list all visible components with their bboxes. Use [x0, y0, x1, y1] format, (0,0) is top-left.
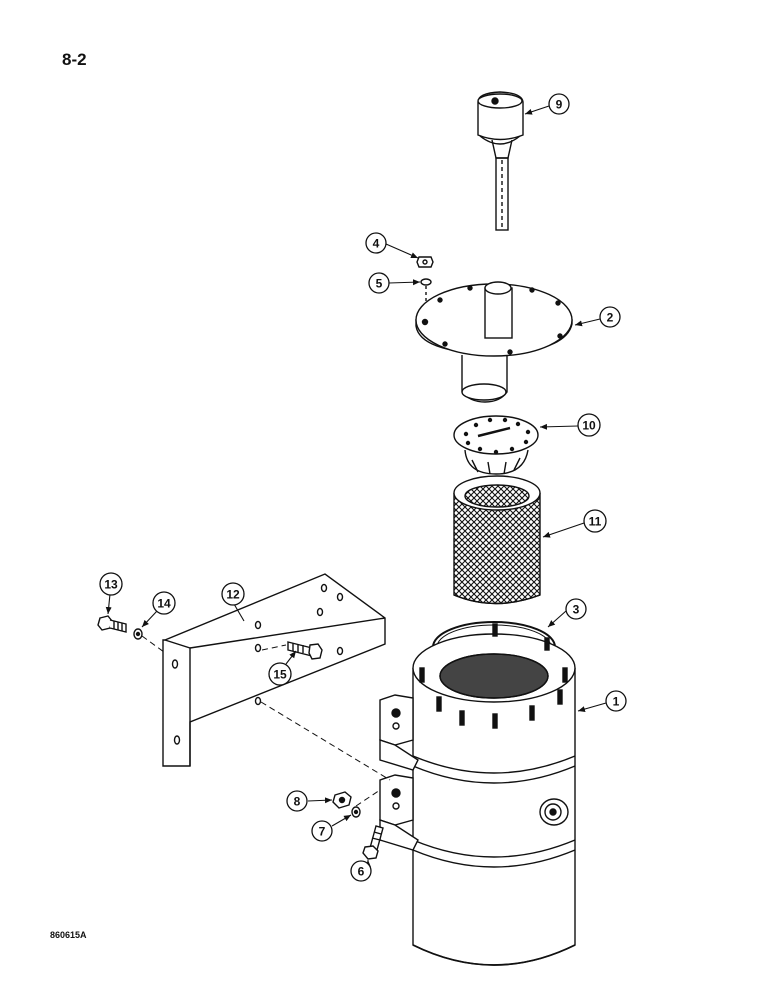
leader-3	[547, 610, 567, 628]
callout-11: 11	[583, 509, 607, 533]
bracket-bolt-path-line	[141, 635, 165, 653]
leader-10	[539, 423, 579, 430]
callout-8: 8	[286, 790, 308, 812]
callout-10-label: 10	[582, 419, 596, 433]
figure-id: 860615A	[50, 930, 87, 940]
bracket-to-clamp-line	[260, 701, 391, 781]
clamp-bolt-path-line	[355, 789, 381, 807]
callout-2-label: 2	[607, 311, 614, 325]
callout-4: 4	[365, 232, 387, 254]
callout-1: 1	[605, 690, 627, 712]
callout-14: 14	[152, 591, 176, 615]
leader-5	[388, 279, 421, 286]
leader-1	[577, 702, 607, 712]
baffle-part	[453, 415, 539, 475]
callout-15: 15	[268, 662, 292, 686]
callout-11-label: 11	[589, 515, 602, 529]
leader-2	[574, 318, 601, 327]
leader-12	[233, 603, 245, 622]
callout-2: 2	[599, 306, 621, 328]
callout-5: 5	[368, 272, 390, 294]
callout-8-label: 8	[294, 795, 301, 809]
callout-12-label: 12	[226, 588, 240, 602]
rain-cap-part	[477, 91, 524, 231]
page-number: 8-2	[62, 50, 87, 69]
bolt-15-path-line	[261, 644, 287, 651]
callout-10: 10	[577, 413, 601, 437]
callout-9: 9	[548, 93, 570, 115]
nut-part	[416, 256, 434, 268]
callout-7: 7	[311, 820, 333, 842]
callout-3: 3	[565, 598, 587, 620]
callout-6-label: 6	[358, 865, 365, 879]
callout-13-label: 13	[104, 578, 118, 592]
filter-element-part	[453, 475, 541, 605]
callout-1-label: 1	[613, 695, 620, 709]
bracket-washer-part	[133, 628, 143, 640]
callout-7-label: 7	[319, 825, 326, 839]
callout-4-label: 4	[373, 237, 380, 251]
callout-13: 13	[99, 572, 123, 596]
callout-15-label: 15	[273, 668, 287, 682]
clamp-bolt-part	[362, 825, 384, 860]
leader-9	[524, 105, 550, 115]
bracket-bolt-part	[287, 641, 323, 660]
bolt-part	[97, 615, 127, 633]
callout-9-label: 9	[556, 98, 563, 112]
leader-4	[385, 243, 419, 259]
callout-14-label: 14	[157, 597, 171, 611]
clamp-nut-part	[332, 791, 352, 809]
callout-6: 6	[350, 860, 372, 882]
leader-15	[285, 650, 297, 665]
leader-13	[105, 593, 112, 615]
clamp-washer-part	[351, 806, 361, 818]
canister-housing-part	[379, 623, 576, 966]
callout-5-label: 5	[376, 277, 383, 291]
cover-plate-part	[415, 281, 573, 403]
leader-14	[141, 610, 158, 628]
leader-7	[331, 814, 352, 827]
leader-11	[542, 522, 585, 538]
callout-3-label: 3	[573, 603, 580, 617]
callout-12: 12	[221, 582, 245, 606]
leader-8	[307, 797, 333, 804]
